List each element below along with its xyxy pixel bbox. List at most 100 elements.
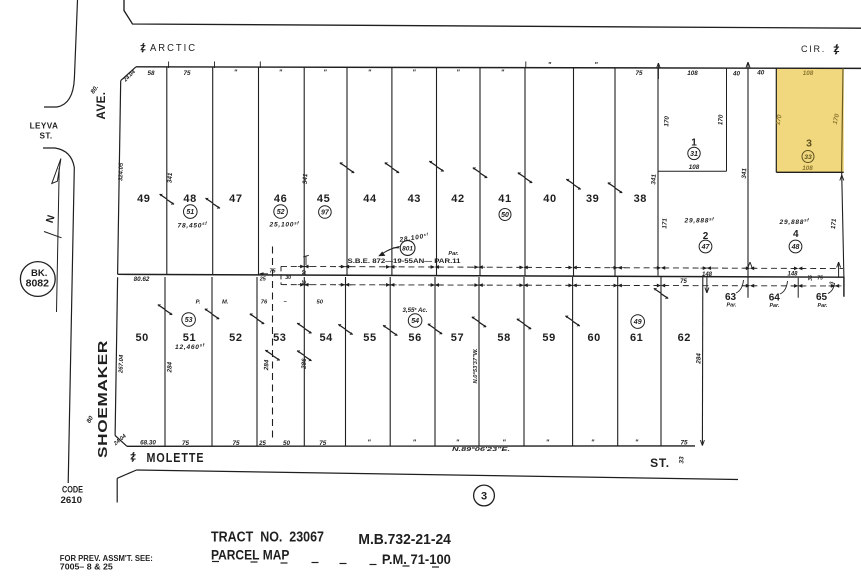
svg-text:52: 52 [277, 209, 285, 216]
svg-text:56: 56 [408, 332, 421, 344]
svg-text:": " [367, 440, 371, 447]
svg-text:29,888sf: 29,888sf [779, 218, 810, 226]
svg-text:N: N [44, 214, 58, 225]
svg-text:324.05: 324.05 [118, 162, 125, 181]
svg-text:LEYVA: LEYVA [30, 122, 59, 131]
svg-text:29,888sf: 29,888sf [684, 216, 715, 224]
svg-text:8082: 8082 [26, 278, 50, 290]
svg-text:108: 108 [687, 70, 698, 77]
svg-text:39: 39 [586, 193, 599, 205]
svg-text:AVE.: AVE. [94, 92, 108, 120]
svg-text:48: 48 [183, 193, 196, 205]
svg-text:68.30: 68.30 [140, 439, 156, 446]
svg-text:33: 33 [804, 154, 812, 161]
svg-text:59: 59 [542, 332, 555, 344]
svg-text:3,55± Ac.: 3,55± Ac. [403, 306, 428, 314]
svg-text:108: 108 [802, 165, 813, 172]
svg-text:341: 341 [302, 173, 310, 184]
svg-text:54: 54 [411, 318, 419, 325]
svg-text:60: 60 [587, 332, 600, 344]
svg-text:Par.: Par. [818, 303, 828, 309]
svg-text:51: 51 [183, 332, 196, 344]
svg-text:55: 55 [363, 332, 376, 344]
svg-text:Par.: Par. [448, 251, 459, 257]
svg-text:25: 25 [258, 441, 266, 447]
svg-text:76: 76 [261, 300, 268, 306]
svg-text:47: 47 [701, 244, 711, 251]
svg-text:40: 40 [756, 70, 765, 77]
svg-text:4: 4 [793, 229, 799, 240]
svg-text:Par.: Par. [727, 303, 737, 309]
svg-text:284: 284 [166, 361, 173, 373]
svg-text:75: 75 [232, 440, 240, 447]
svg-text:75: 75 [319, 440, 327, 447]
svg-text:ST.: ST. [650, 456, 670, 470]
svg-text:": " [323, 69, 327, 76]
svg-text:341: 341 [167, 172, 175, 183]
svg-text:": " [635, 440, 639, 447]
svg-text:3: 3 [806, 138, 812, 150]
svg-text:75: 75 [817, 276, 823, 282]
svg-text:": " [546, 440, 550, 447]
svg-text:50: 50 [283, 440, 291, 447]
svg-text:CODE: CODE [62, 484, 83, 494]
svg-text:33: 33 [679, 456, 686, 464]
svg-text:341: 341 [650, 173, 658, 184]
svg-text:65: 65 [816, 292, 828, 303]
svg-text:M.B.732-21-24: M.B.732-21-24 [358, 532, 451, 548]
svg-text:108: 108 [689, 164, 700, 171]
svg-text:50: 50 [135, 332, 148, 344]
svg-text:": " [234, 69, 238, 76]
svg-text:–: – [284, 299, 288, 305]
svg-text:P.M. 71-100: P.M. 71-100 [382, 551, 451, 567]
svg-text:148: 148 [702, 272, 713, 278]
svg-text:TRACT NO. 23067: TRACT NO. 23067 [211, 530, 324, 546]
svg-text:64: 64 [769, 293, 781, 304]
svg-text:52: 52 [229, 332, 242, 344]
svg-text:": " [502, 440, 506, 447]
svg-text:7005– 8 & 25: 7005– 8 & 25 [60, 562, 114, 571]
svg-text:": " [368, 69, 372, 76]
svg-text:170: 170 [663, 115, 671, 126]
svg-text:35: 35 [302, 280, 308, 286]
svg-text:75: 75 [182, 440, 190, 447]
svg-text:49: 49 [137, 193, 150, 205]
svg-text:3: 3 [481, 491, 487, 503]
svg-text:35: 35 [808, 275, 814, 281]
svg-text:30: 30 [302, 270, 308, 276]
svg-text:ARCTIC: ARCTIC [150, 42, 197, 54]
svg-text:42: 42 [451, 193, 464, 205]
svg-text:47: 47 [229, 193, 242, 205]
svg-text:43: 43 [408, 193, 421, 205]
svg-text:12,460sf: 12,460sf [175, 343, 205, 351]
svg-text:": " [413, 440, 417, 447]
svg-text:": " [501, 69, 505, 76]
svg-text:801: 801 [402, 246, 413, 253]
svg-text:38: 38 [634, 193, 647, 205]
svg-text:61: 61 [630, 332, 643, 344]
svg-text:284: 284 [695, 353, 702, 365]
svg-text:25,100sf: 25,100sf [269, 220, 300, 228]
svg-text:58: 58 [147, 70, 155, 77]
svg-text:284: 284 [263, 359, 270, 371]
svg-text:286: 286 [301, 358, 308, 370]
svg-text:S.B.E. 872—19-55AN— PAR.11: S.B.E. 872—19-55AN— PAR.11 [348, 258, 461, 265]
svg-text:50: 50 [501, 212, 509, 219]
svg-text:2: 2 [703, 231, 709, 242]
svg-text:": " [548, 62, 552, 69]
svg-text:": " [594, 62, 598, 69]
svg-text:75: 75 [270, 269, 277, 275]
svg-text:N.89°06'23"E.: N.89°06'23"E. [452, 447, 511, 453]
svg-text:": " [412, 69, 416, 76]
svg-text:44: 44 [363, 193, 377, 205]
svg-text:2610: 2610 [61, 495, 83, 506]
svg-text:78,450sf: 78,450sf [178, 221, 208, 229]
svg-text:FOR PREV. ASSM'T. SEE:: FOR PREV. ASSM'T. SEE: [60, 554, 153, 563]
svg-text:SHOEMAKER: SHOEMAKER [96, 340, 110, 458]
svg-text:75: 75 [183, 70, 191, 77]
svg-text:341: 341 [741, 167, 749, 178]
svg-text:267.04: 267.04 [118, 354, 125, 374]
svg-text:108: 108 [803, 70, 814, 77]
svg-text:170: 170 [774, 114, 783, 126]
svg-text:": " [456, 69, 460, 76]
